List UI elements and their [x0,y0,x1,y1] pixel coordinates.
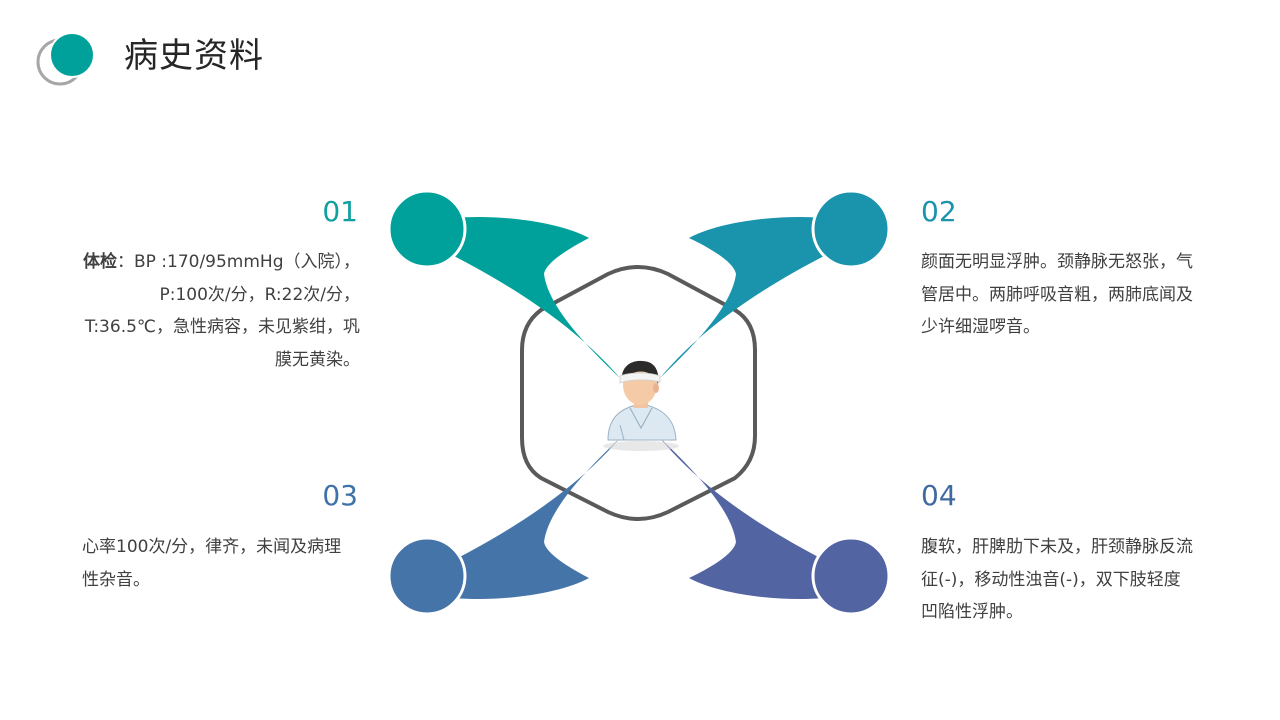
item-text-02: 颜面无明显浮肿。颈静脉无怒张，气管居中。两肺呼吸音粗，两肺底闻及少许细湿啰音。 [921,252,1193,337]
item-number-02: 02 [921,195,957,228]
item-number-04: 04 [921,479,957,512]
item-number-01: 01 [322,195,358,228]
circle-02 [811,189,891,269]
circle-01 [387,189,467,269]
petal-03 [454,438,620,600]
patient-avatar-icon [603,360,679,451]
item-number-03: 03 [322,479,358,512]
petal-01 [454,216,620,378]
circle-04 [811,536,891,616]
petal-04 [660,438,824,600]
petal-02 [660,216,824,378]
item-label-01: 体检 [82,252,117,272]
item-text-01: 体检：BP :170/95mmHg（入院），P:100次/分，R:22次/分，T… [80,246,360,376]
item-text-04: 腹软，肝脾肋下未及，肝颈静脉反流征(-)，移动性浊音(-)，双下肢轻度凹陷性浮肿… [921,537,1193,622]
circle-03 [387,536,467,616]
item-body-01: ：BP :170/95mmHg（入院），P:100次/分，R:22次/分，T:3… [84,252,360,370]
title-logo-icon [36,32,95,86]
item-text-03: 心率100次/分，律齐，未闻及病理性杂音。 [82,537,342,590]
page-title: 病史资料 [124,36,264,76]
hexagon-outline [520,265,757,521]
